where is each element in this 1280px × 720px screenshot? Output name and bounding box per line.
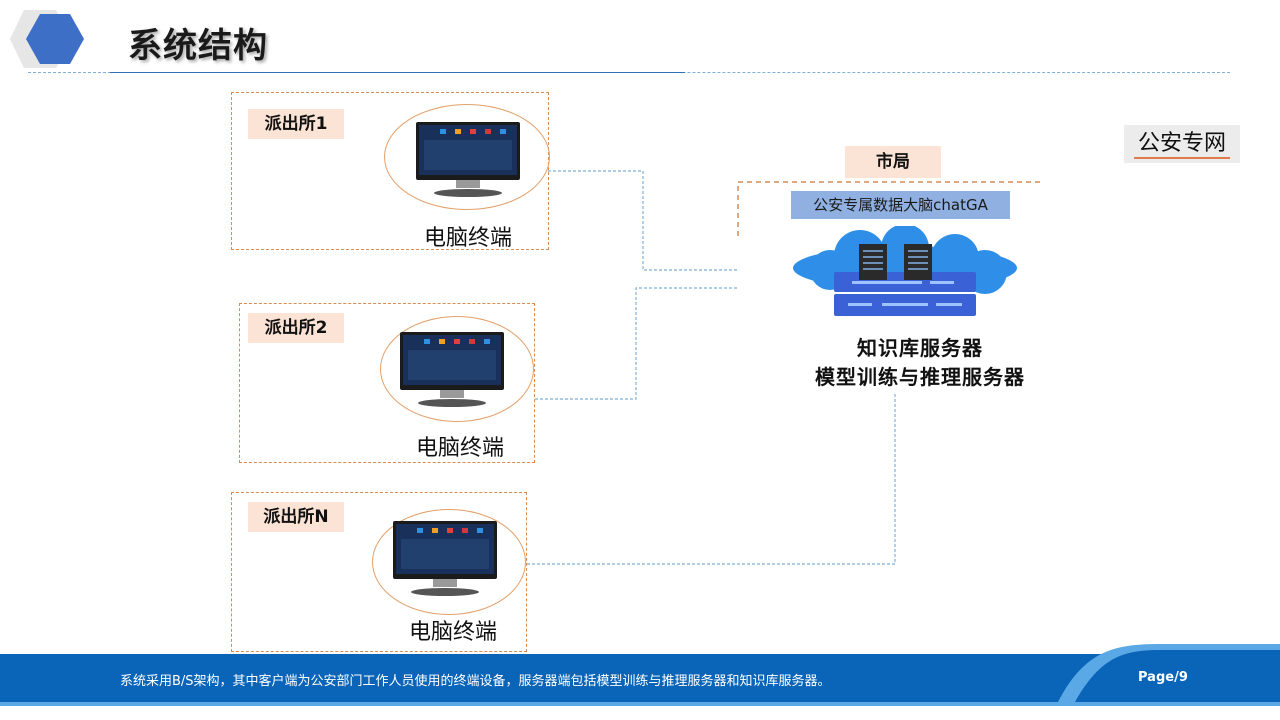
- computer-monitor-icon: [416, 122, 520, 197]
- terminal-highlight-2: [380, 316, 534, 422]
- station-box-1: [231, 92, 549, 250]
- page-title: 系统结构: [128, 26, 268, 66]
- terminal-label-n: 电脑终端: [409, 620, 498, 645]
- link-station-n: [527, 392, 896, 565]
- terminal-highlight-n: [372, 509, 526, 615]
- terminal-label-1: 电脑终端: [424, 226, 513, 251]
- station-label-1: 派出所1: [248, 109, 344, 139]
- station-label-2: 派出所2: [248, 313, 344, 343]
- cloud-server-icon: [793, 226, 1017, 316]
- footer-band: [0, 644, 1280, 706]
- footer-description: 系统采用B/S架构，其中客户端为公安部门工作人员使用的终端设备，服务器端包括模型…: [120, 674, 831, 689]
- terminal-label-2: 电脑终端: [416, 436, 505, 461]
- computer-monitor-icon: [393, 521, 497, 596]
- station-box-2: [239, 303, 535, 463]
- header-accent-line: [110, 72, 685, 73]
- network-label-underline: [1134, 157, 1230, 159]
- data-brain-label: 公安专属数据大脑chatGA: [791, 191, 1010, 219]
- network-label: 公安专网: [1124, 125, 1240, 163]
- station-label-n: 派出所N: [248, 502, 344, 532]
- computer-monitor-icon: [400, 332, 504, 407]
- station-box-n: [231, 492, 527, 652]
- model-training-server-label: 模型训练与推理服务器: [815, 365, 1025, 389]
- terminal-highlight-1: [384, 104, 550, 210]
- hexagon-logo-icon: [10, 10, 84, 68]
- link-station-1: [548, 170, 737, 271]
- city-bureau-label: 市局: [845, 146, 941, 178]
- link-station-2: [535, 287, 737, 400]
- page-number: Page/9: [1138, 670, 1188, 685]
- knowledge-base-server-label: 知识库服务器: [857, 336, 983, 360]
- city-bureau-bracket: [737, 181, 1044, 236]
